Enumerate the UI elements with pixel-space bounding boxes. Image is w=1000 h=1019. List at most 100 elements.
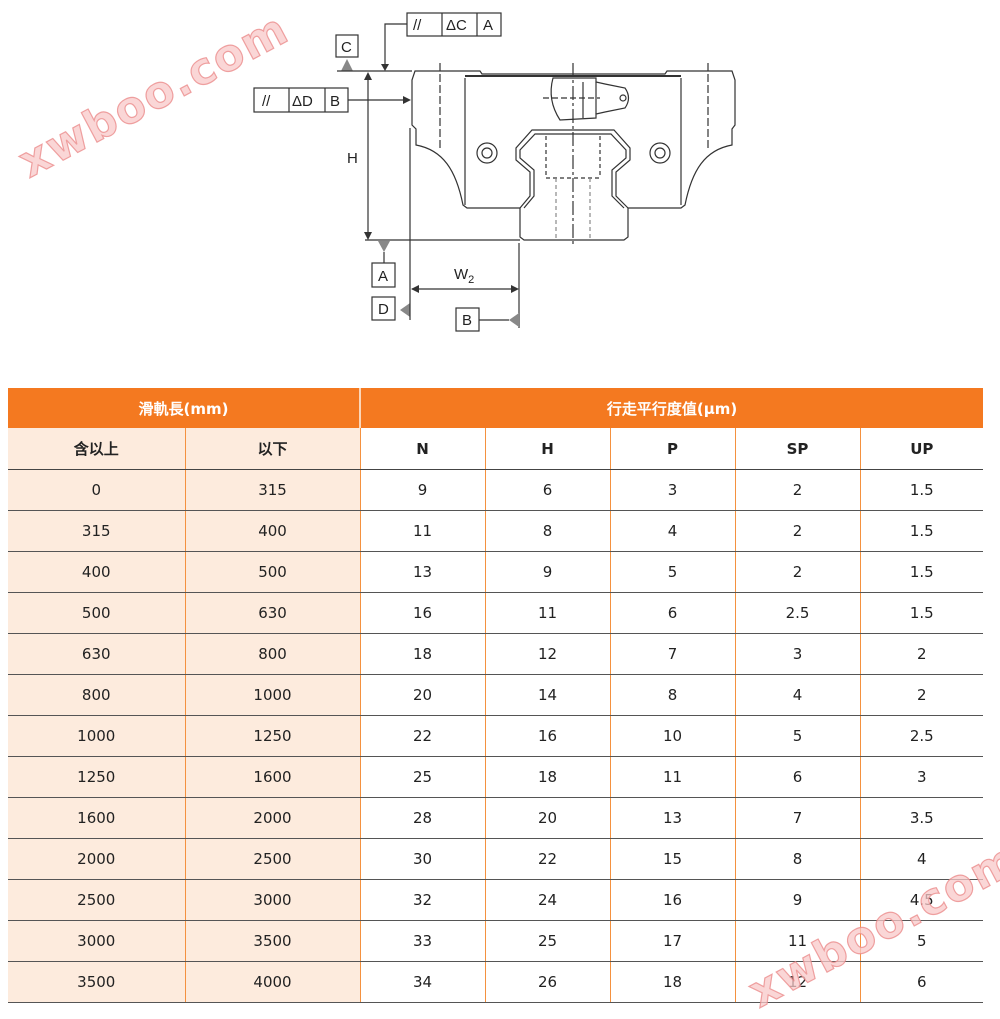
cell-up: 3 [859, 756, 984, 798]
datum-triangle-icon [378, 241, 390, 252]
cell-p: 18 [609, 961, 736, 1003]
cell-sp: 2 [734, 510, 861, 552]
cell-to: 400 [184, 510, 361, 552]
cell-h: 14 [484, 674, 611, 716]
col-header-n: N [359, 428, 486, 470]
cell-n: 30 [359, 838, 486, 880]
cell-to: 1000 [184, 674, 361, 716]
fcf-top-tolerance: ΔC [446, 17, 467, 34]
cell-p: 7 [609, 633, 736, 675]
cell-from: 315 [8, 510, 185, 552]
cell-to: 500 [184, 551, 361, 593]
cell-p: 3 [609, 469, 736, 511]
datum-d-label: D [378, 301, 389, 318]
cell-up: 1.5 [859, 510, 984, 552]
linear-guide-parallelism-diagram: // ΔC A C // ΔD B H A D B W2 [253, 12, 736, 332]
datum-c-box [335, 34, 359, 58]
fcf-side-tolerance: ΔD [292, 93, 313, 110]
cell-sp: 6 [734, 756, 861, 798]
col-header-from: 含以上 [8, 428, 185, 470]
datum-c-label: C [341, 39, 352, 56]
cell-n: 18 [359, 633, 486, 675]
sub-header-row: 含以上 以下 N H P SP UP [8, 428, 984, 470]
cell-from: 500 [8, 592, 185, 634]
cell-to: 1600 [184, 756, 361, 798]
cell-n: 16 [359, 592, 486, 634]
cell-n: 9 [359, 469, 486, 511]
cell-to: 800 [184, 633, 361, 675]
arrow-icon [381, 64, 389, 71]
cell-p: 11 [609, 756, 736, 798]
dim-w2-label: W2 [454, 266, 474, 286]
cell-sp: 2 [734, 469, 861, 511]
cell-sp: 2.5 [734, 592, 861, 634]
cell-up: 5 [859, 920, 984, 962]
grease-nipple-icon [543, 77, 630, 121]
cell-h: 9 [484, 551, 611, 593]
cell-up: 4 [859, 838, 984, 880]
cell-sp: 5 [734, 715, 861, 757]
cell-to: 3500 [184, 920, 361, 962]
cell-n: 34 [359, 961, 486, 1003]
parallelism-symbol: // [262, 93, 271, 110]
cell-to: 315 [184, 469, 361, 511]
parallelism-header: 行走平行度值(μm) [360, 388, 984, 428]
cell-n: 11 [359, 510, 486, 552]
cell-h: 22 [484, 838, 611, 880]
cell-p: 13 [609, 797, 736, 839]
datum-b-label: B [462, 312, 472, 329]
fcf-side [253, 87, 404, 113]
cell-from: 1000 [8, 715, 185, 757]
rail-length-header: 滑軌長(mm) [8, 388, 362, 428]
cell-h: 16 [484, 715, 611, 757]
cell-up: 2.5 [859, 715, 984, 757]
cell-n: 13 [359, 551, 486, 593]
cell-up: 6 [859, 961, 984, 1003]
cell-n: 32 [359, 879, 486, 921]
datum-a-box [371, 262, 396, 288]
fcf-top-datum: A [483, 17, 493, 34]
col-header-to: 以下 [184, 428, 361, 470]
cell-up: 3.5 [859, 797, 984, 839]
cell-up: 1.5 [859, 551, 984, 593]
cell-to: 630 [184, 592, 361, 634]
cell-to: 2000 [184, 797, 361, 839]
cell-sp: 3 [734, 633, 861, 675]
cell-up: 2 [859, 674, 984, 716]
col-header-up: UP [859, 428, 984, 470]
slider-block [411, 63, 736, 247]
cell-sp: 7 [734, 797, 861, 839]
cell-p: 15 [609, 838, 736, 880]
fcf-top [384, 12, 502, 66]
cell-p: 10 [609, 715, 736, 757]
cell-h: 25 [484, 920, 611, 962]
cell-p: 17 [609, 920, 736, 962]
cell-from: 1600 [8, 797, 185, 839]
cell-h: 18 [484, 756, 611, 798]
datum-triangle-icon [341, 59, 353, 71]
cell-from: 1250 [8, 756, 185, 798]
cell-up: 2 [859, 633, 984, 675]
cell-p: 5 [609, 551, 736, 593]
cell-h: 6 [484, 469, 611, 511]
cell-h: 8 [484, 510, 611, 552]
cell-from: 3500 [8, 961, 185, 1003]
cell-h: 24 [484, 879, 611, 921]
arrow-icon [403, 96, 411, 104]
cell-from: 630 [8, 633, 185, 675]
cell-n: 22 [359, 715, 486, 757]
cell-to: 2500 [184, 838, 361, 880]
datum-a-label: A [378, 268, 388, 285]
cell-sp: 11 [734, 920, 861, 962]
cell-up: 4.5 [859, 879, 984, 921]
datum-triangle-icon [509, 313, 519, 327]
cell-from: 2500 [8, 879, 185, 921]
